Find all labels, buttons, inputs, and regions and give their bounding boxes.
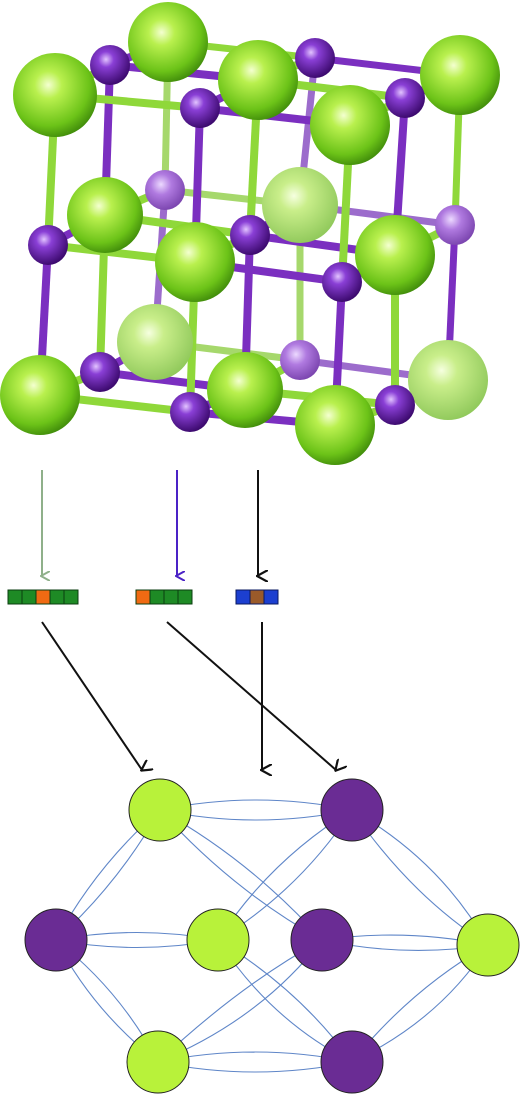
green-ion	[355, 215, 435, 295]
purple-ion	[28, 225, 68, 265]
graph-node-green	[186, 908, 250, 972]
graph-node-purple	[24, 908, 88, 972]
purple-ion	[280, 340, 320, 380]
graph-node-purple	[320, 1030, 384, 1094]
purple-ion	[322, 262, 362, 302]
purple-vector-to-node-arrow	[166, 621, 336, 770]
purple-ion	[145, 170, 185, 210]
purple-ion	[170, 392, 210, 432]
feature-vectors	[7, 589, 279, 605]
crystal-back-atoms	[117, 2, 500, 420]
green-ion	[295, 385, 375, 465]
green-ion	[155, 222, 235, 302]
green-ion	[0, 355, 80, 435]
vector-to-graph-arrows	[41, 621, 336, 770]
green-ion	[128, 2, 208, 82]
purple-ion	[80, 352, 120, 392]
purple-ion	[90, 45, 130, 85]
crystal-middle-atoms	[67, 40, 435, 428]
graph-node-green	[456, 913, 520, 977]
green-ion	[420, 35, 500, 115]
crystal-structure	[0, 2, 500, 465]
purple-ion	[385, 78, 425, 118]
purple-ion	[295, 38, 335, 78]
bond-vector	[235, 589, 279, 605]
graph-node-green	[128, 778, 192, 842]
purple-ion	[230, 215, 270, 255]
purple-site-vector	[135, 589, 193, 605]
green-site-vector	[7, 589, 79, 605]
crystal-front-atoms	[0, 53, 390, 465]
crystal-to-vector-arrows	[42, 470, 258, 576]
graph-node-purple	[290, 908, 354, 972]
green-ion	[262, 167, 338, 243]
green-ion	[67, 177, 143, 253]
green-ion	[218, 40, 298, 120]
crystal-graph	[24, 778, 520, 1094]
green-vector-to-node-arrow	[41, 621, 142, 770]
green-ion	[408, 340, 488, 420]
graph-node-green	[126, 1030, 190, 1094]
green-ion	[310, 85, 390, 165]
graph-nodes	[24, 778, 520, 1094]
graph-edges	[55, 799, 489, 1073]
green-ion	[207, 352, 283, 428]
green-ion	[13, 53, 97, 137]
purple-ion	[375, 385, 415, 425]
purple-ion	[180, 88, 220, 128]
graph-node-purple	[320, 778, 384, 842]
green-ion	[117, 304, 193, 380]
purple-ion	[435, 205, 475, 245]
